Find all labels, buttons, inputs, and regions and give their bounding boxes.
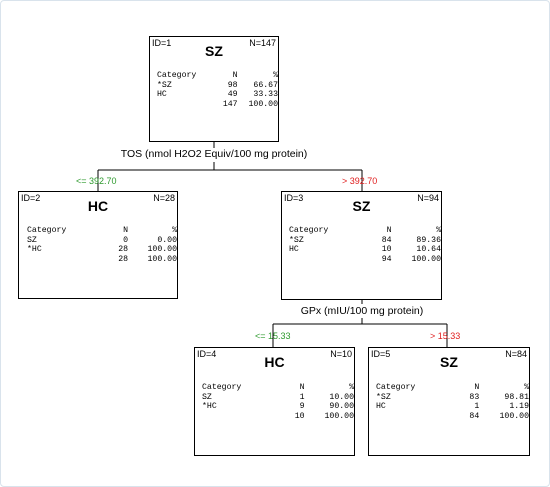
node-title: SZ (205, 43, 223, 59)
node-id: ID=5 (371, 349, 391, 359)
node-count: N=84 (505, 349, 527, 359)
node-count: N=28 (153, 193, 175, 203)
split-2-left-condition: <= 15.33 (255, 331, 291, 341)
node-id: ID=3 (284, 193, 304, 203)
node-count: N=10 (330, 349, 352, 359)
split-1-left-condition: <= 392.70 (76, 176, 117, 186)
node-id: ID=1 (152, 38, 172, 48)
split-1-right-condition: > 392.70 (342, 176, 378, 186)
node-title: HC (87, 198, 109, 214)
split-1-variable: TOS (nmol H2O2 Equiv/100 mg protein) (120, 148, 308, 160)
split-2-variable: GPx (mIU/100 mg protein) (300, 305, 424, 317)
node-title: SZ (440, 354, 458, 370)
split-2-right-condition: > 15.33 (430, 331, 461, 341)
node-title: SZ (352, 198, 371, 214)
node-id: ID=4 (197, 349, 217, 359)
node-count: N=94 (417, 193, 439, 203)
node-title: HC (264, 354, 285, 370)
node-id: ID=2 (21, 193, 41, 203)
node-count: N=147 (249, 38, 276, 48)
